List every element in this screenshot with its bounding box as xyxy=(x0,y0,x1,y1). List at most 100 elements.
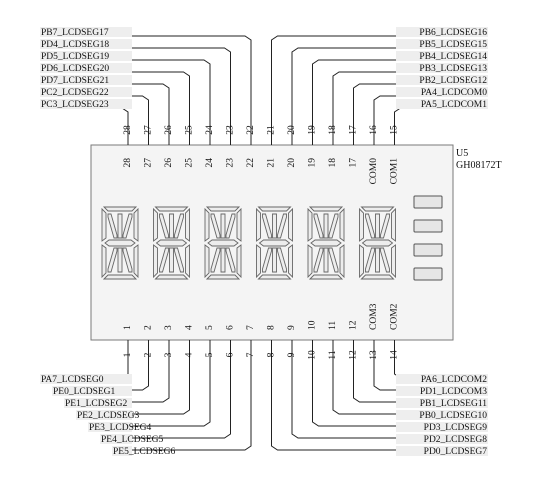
net-wire xyxy=(120,107,132,120)
digit-segment xyxy=(359,244,364,279)
pin-number: 17 xyxy=(349,125,359,135)
inner-pin-label: 18 xyxy=(328,158,338,168)
net-label-bg xyxy=(396,386,488,396)
digit-segment xyxy=(225,247,236,273)
digit-segment xyxy=(210,213,221,239)
pin-number: 24 xyxy=(205,125,215,135)
pin-number: 5 xyxy=(205,352,215,357)
net-label-bg xyxy=(40,39,132,49)
digit-segment xyxy=(236,244,242,279)
net-label: PD1_LCDCOM3 xyxy=(420,387,487,397)
digit-segment xyxy=(272,213,277,239)
inner-pin-label: COM0 xyxy=(369,158,379,185)
net-label-bg xyxy=(88,422,132,432)
net-label: PE0_LCDSEG1 xyxy=(53,387,116,397)
net-label-bg xyxy=(396,398,488,408)
net-wire xyxy=(132,47,231,120)
digit-segment xyxy=(288,244,293,279)
inner-pin-label: 8 xyxy=(267,325,277,330)
inner-pin-label: 12 xyxy=(349,320,359,330)
digit-segment xyxy=(262,247,272,273)
net-wire xyxy=(291,366,396,439)
inner-pin-label: 17 xyxy=(349,158,359,168)
digit-segment xyxy=(205,206,241,212)
lcd-digit xyxy=(307,206,345,280)
digit-segment xyxy=(256,244,261,279)
net-wire xyxy=(373,95,396,120)
net-label: PB1_LCDSEG11 xyxy=(420,399,487,409)
net-label-bg xyxy=(396,63,488,73)
net-label: PD6_LCDSEG20 xyxy=(41,64,109,74)
net-label-bg xyxy=(396,422,488,432)
net-label-bg xyxy=(112,446,132,456)
net-wire xyxy=(132,59,211,120)
pin-number: 3 xyxy=(164,352,174,357)
digit-segment xyxy=(258,239,291,247)
net-wire xyxy=(132,366,211,427)
digit-segment xyxy=(205,274,241,280)
net-label-bg xyxy=(40,75,132,85)
lcd-indicator-bar xyxy=(413,219,443,233)
pin-number: 12 xyxy=(349,350,359,360)
net-wire xyxy=(312,59,396,120)
net-label-bg xyxy=(40,99,132,109)
digit-segment xyxy=(159,247,169,273)
digit-segment xyxy=(101,244,107,279)
net-wire xyxy=(132,35,252,120)
digit-segment xyxy=(122,247,133,273)
lcd-indicator-bar xyxy=(413,195,443,209)
net-label: PE1_LCDSEG2 xyxy=(65,399,128,409)
digit-segment xyxy=(101,207,107,242)
net-label-bg xyxy=(396,87,488,97)
digit-segment xyxy=(380,247,390,273)
net-label: PB3_LCDSEG13 xyxy=(419,64,487,74)
digit-segment xyxy=(169,213,174,239)
pin-number: 1 xyxy=(123,352,133,357)
inner-pin-label: 20 xyxy=(287,158,297,168)
digit-segment xyxy=(375,213,380,239)
pin-number: 7 xyxy=(246,352,256,357)
net-label-bg xyxy=(396,51,488,61)
net-label-bg xyxy=(396,410,488,420)
net-label: PB6_LCDSEG16 xyxy=(419,28,487,38)
digit-segment xyxy=(204,207,210,242)
pin-number: 26 xyxy=(164,125,174,135)
digit-segment xyxy=(380,213,390,239)
pin-number: 25 xyxy=(185,125,195,135)
inner-pin-label: 26 xyxy=(164,158,174,168)
inner-pin-label: 25 xyxy=(185,158,195,168)
digit-segment xyxy=(220,247,226,273)
net-label-bg xyxy=(40,63,132,73)
inner-pin-label: COM2 xyxy=(390,303,400,330)
net-label: PA4_LCDCOM0 xyxy=(421,88,487,98)
digit-segment xyxy=(313,247,324,273)
net-wire xyxy=(353,83,396,120)
net-wire xyxy=(373,366,396,391)
digit-segment xyxy=(323,247,329,273)
inner-pin-label: COM1 xyxy=(390,158,400,185)
digit-segment xyxy=(102,274,138,280)
net-label: PD3_LCDSEG9 xyxy=(424,423,488,433)
net-label: PD2_LCDSEG8 xyxy=(424,435,488,445)
digit-segment xyxy=(307,207,313,242)
digit-segment xyxy=(169,247,174,273)
digit-segment xyxy=(313,213,324,239)
net-label-bg xyxy=(100,434,132,444)
digit-segment xyxy=(277,213,287,239)
net-wire xyxy=(291,47,396,120)
net-label: PE4_LCDSEG5 xyxy=(101,435,164,445)
digit-segment xyxy=(288,207,293,242)
digit-segment xyxy=(257,274,292,280)
net-label-bg xyxy=(76,410,132,420)
net-label: PD5_LCDSEG19 xyxy=(41,52,109,62)
digit-segment xyxy=(359,207,364,242)
digit-segment xyxy=(155,239,188,247)
pin-number: 11 xyxy=(328,350,338,359)
inner-pin-label: 1 xyxy=(123,325,133,330)
lcd-digit xyxy=(256,206,293,280)
pin-number: 13 xyxy=(369,350,379,360)
net-label-bg xyxy=(40,374,132,384)
pin-number: 10 xyxy=(308,350,318,360)
